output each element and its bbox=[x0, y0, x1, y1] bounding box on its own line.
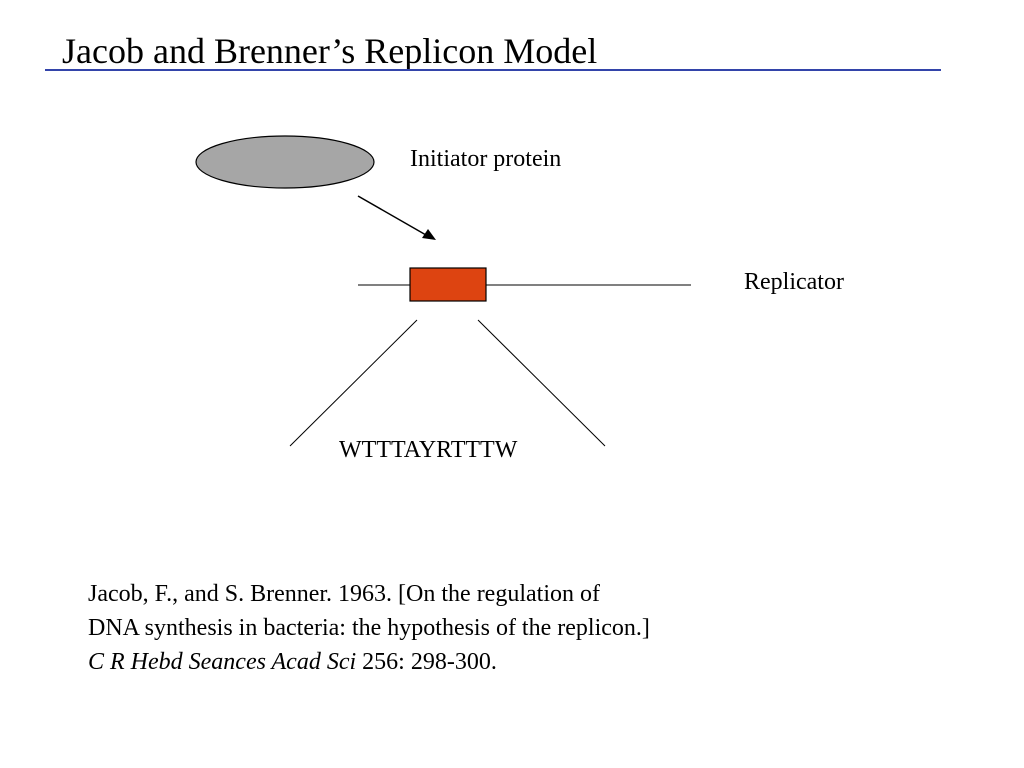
citation-journal: C R Hebd Seances Acad Sci bbox=[88, 649, 357, 675]
citation-line-1: Jacob, F., and S. Brenner. 1963. [On the… bbox=[88, 581, 600, 607]
slide-title: Jacob and Brenner’s Replicon Model bbox=[62, 31, 598, 71]
title-underline-bar bbox=[45, 69, 941, 71]
citation-line-2: DNA synthesis in bacteria: the hypothesi… bbox=[88, 615, 650, 641]
initiator-protein-shape bbox=[195, 135, 375, 189]
consensus-sequence-label: WTTTAYRTTTW bbox=[339, 437, 518, 463]
expansion-line-left bbox=[289, 319, 418, 447]
binding-arrow-head bbox=[422, 229, 436, 240]
replicator-box bbox=[409, 267, 487, 302]
binding-arrow-shaft bbox=[357, 195, 427, 236]
replicator-label: Replicator bbox=[744, 269, 844, 295]
citation-volume-pages: 256: 298-300. bbox=[356, 649, 497, 675]
initiator-protein-label: Initiator protein bbox=[410, 146, 562, 172]
title-underline bbox=[45, 69, 941, 71]
citation: Jacob, F., and S. Brenner. 1963. [On the… bbox=[88, 577, 650, 679]
expansion-line-right bbox=[477, 319, 606, 447]
